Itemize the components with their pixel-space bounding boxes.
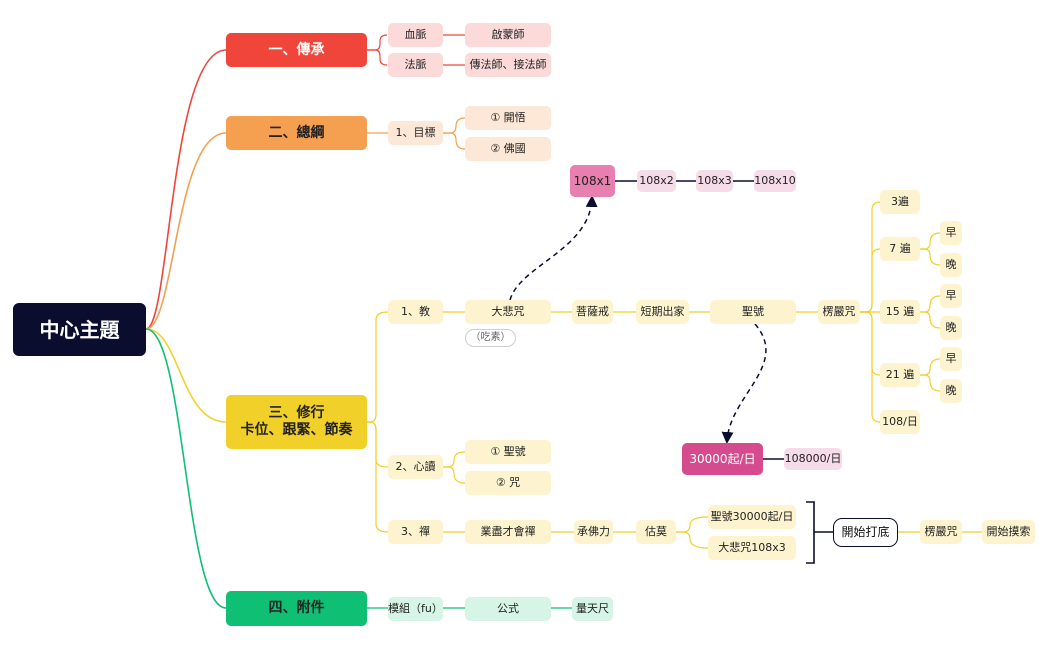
- node-teach[interactable]: 1、教: [388, 300, 443, 324]
- node-count-108x10[interactable]: 108x10: [754, 170, 796, 192]
- node-zen-estimate[interactable]: 估莫: [636, 520, 676, 544]
- node-formula[interactable]: 公式: [465, 597, 551, 621]
- node-evening[interactable]: 晚: [940, 379, 962, 403]
- node-dharma-teachers[interactable]: 傳法師、接法師: [465, 53, 551, 77]
- node-start-foundation[interactable]: 開始打底: [833, 518, 898, 547]
- node-count-108x3[interactable]: 108x3: [696, 170, 733, 192]
- node-count-108x2[interactable]: 108x2: [637, 170, 676, 192]
- node-reps-108-daily[interactable]: 108/日: [880, 410, 920, 434]
- node-zen-buddha-power[interactable]: 承佛力: [574, 520, 613, 544]
- node-daily-next-goal[interactable]: 108000/日: [784, 448, 842, 470]
- node-reps-3[interactable]: 3遍: [880, 190, 920, 214]
- node-goal[interactable]: 1、目標: [388, 121, 443, 145]
- node-holy-name[interactable]: 聖號: [710, 300, 796, 324]
- node-reps-21[interactable]: 21 遍: [880, 363, 920, 387]
- node-daily-start-goal[interactable]: 30000起/日: [682, 443, 763, 475]
- node-short-term-monk[interactable]: 短期出家: [636, 300, 689, 324]
- branch-outline[interactable]: 二、總綱: [226, 116, 367, 150]
- node-zen-holy-name-30000[interactable]: 聖號30000起/日: [708, 505, 796, 529]
- node-enlightenment[interactable]: ① 開悟: [465, 106, 551, 130]
- node-reps-15[interactable]: 15 遍: [880, 300, 920, 324]
- node-great-compassion-mantra[interactable]: 大悲咒: [465, 300, 551, 324]
- node-start-exploring[interactable]: 開始摸索: [982, 520, 1035, 544]
- node-buddha-land[interactable]: ② 佛國: [465, 137, 551, 161]
- node-mind-reading[interactable]: 2、心讀: [388, 455, 443, 479]
- node-morning[interactable]: 早: [940, 347, 962, 371]
- note-vegetarian: （吃素）: [465, 329, 516, 347]
- node-count-108x1[interactable]: 108x1: [570, 165, 615, 197]
- node-first-teacher[interactable]: 啟蒙師: [465, 23, 551, 47]
- node-zen-dabei-108x3[interactable]: 大悲咒108x3: [708, 536, 796, 560]
- node-mind-holy-name[interactable]: ① 聖號: [465, 440, 551, 464]
- node-morning[interactable]: 早: [940, 284, 962, 308]
- root-topic[interactable]: 中心主題: [13, 303, 146, 356]
- node-shurangama-mantra[interactable]: 楞嚴咒: [818, 300, 860, 324]
- branch-appendix[interactable]: 四、附件: [226, 591, 367, 626]
- node-module[interactable]: 模組（fu）: [388, 597, 443, 621]
- node-dharma-lineage[interactable]: 法脈: [388, 53, 443, 77]
- node-zen[interactable]: 3、禪: [388, 520, 443, 544]
- node-morning[interactable]: 早: [940, 221, 962, 245]
- branch-inherit[interactable]: 一、傳承: [226, 33, 367, 67]
- node-evening[interactable]: 晚: [940, 253, 962, 277]
- node-foundation-shurangama[interactable]: 楞嚴咒: [920, 520, 962, 544]
- branch-practice-line1: 三、修行: [268, 405, 325, 422]
- node-evening[interactable]: 晚: [940, 316, 962, 340]
- node-blood-lineage[interactable]: 血脈: [388, 23, 443, 47]
- branch-practice-line2: 卡位、跟緊、節奏: [240, 422, 353, 438]
- node-bodhisattva-precept[interactable]: 菩薩戒: [572, 300, 613, 324]
- node-mind-mantra[interactable]: ② 咒: [465, 471, 551, 495]
- branch-practice[interactable]: 三、修行 卡位、跟緊、節奏: [226, 395, 367, 449]
- node-zen-karma[interactable]: 業盡才會禪: [465, 520, 551, 544]
- node-heaven-ruler[interactable]: 量天尺: [572, 597, 613, 621]
- node-reps-7[interactable]: 7 遍: [880, 237, 920, 261]
